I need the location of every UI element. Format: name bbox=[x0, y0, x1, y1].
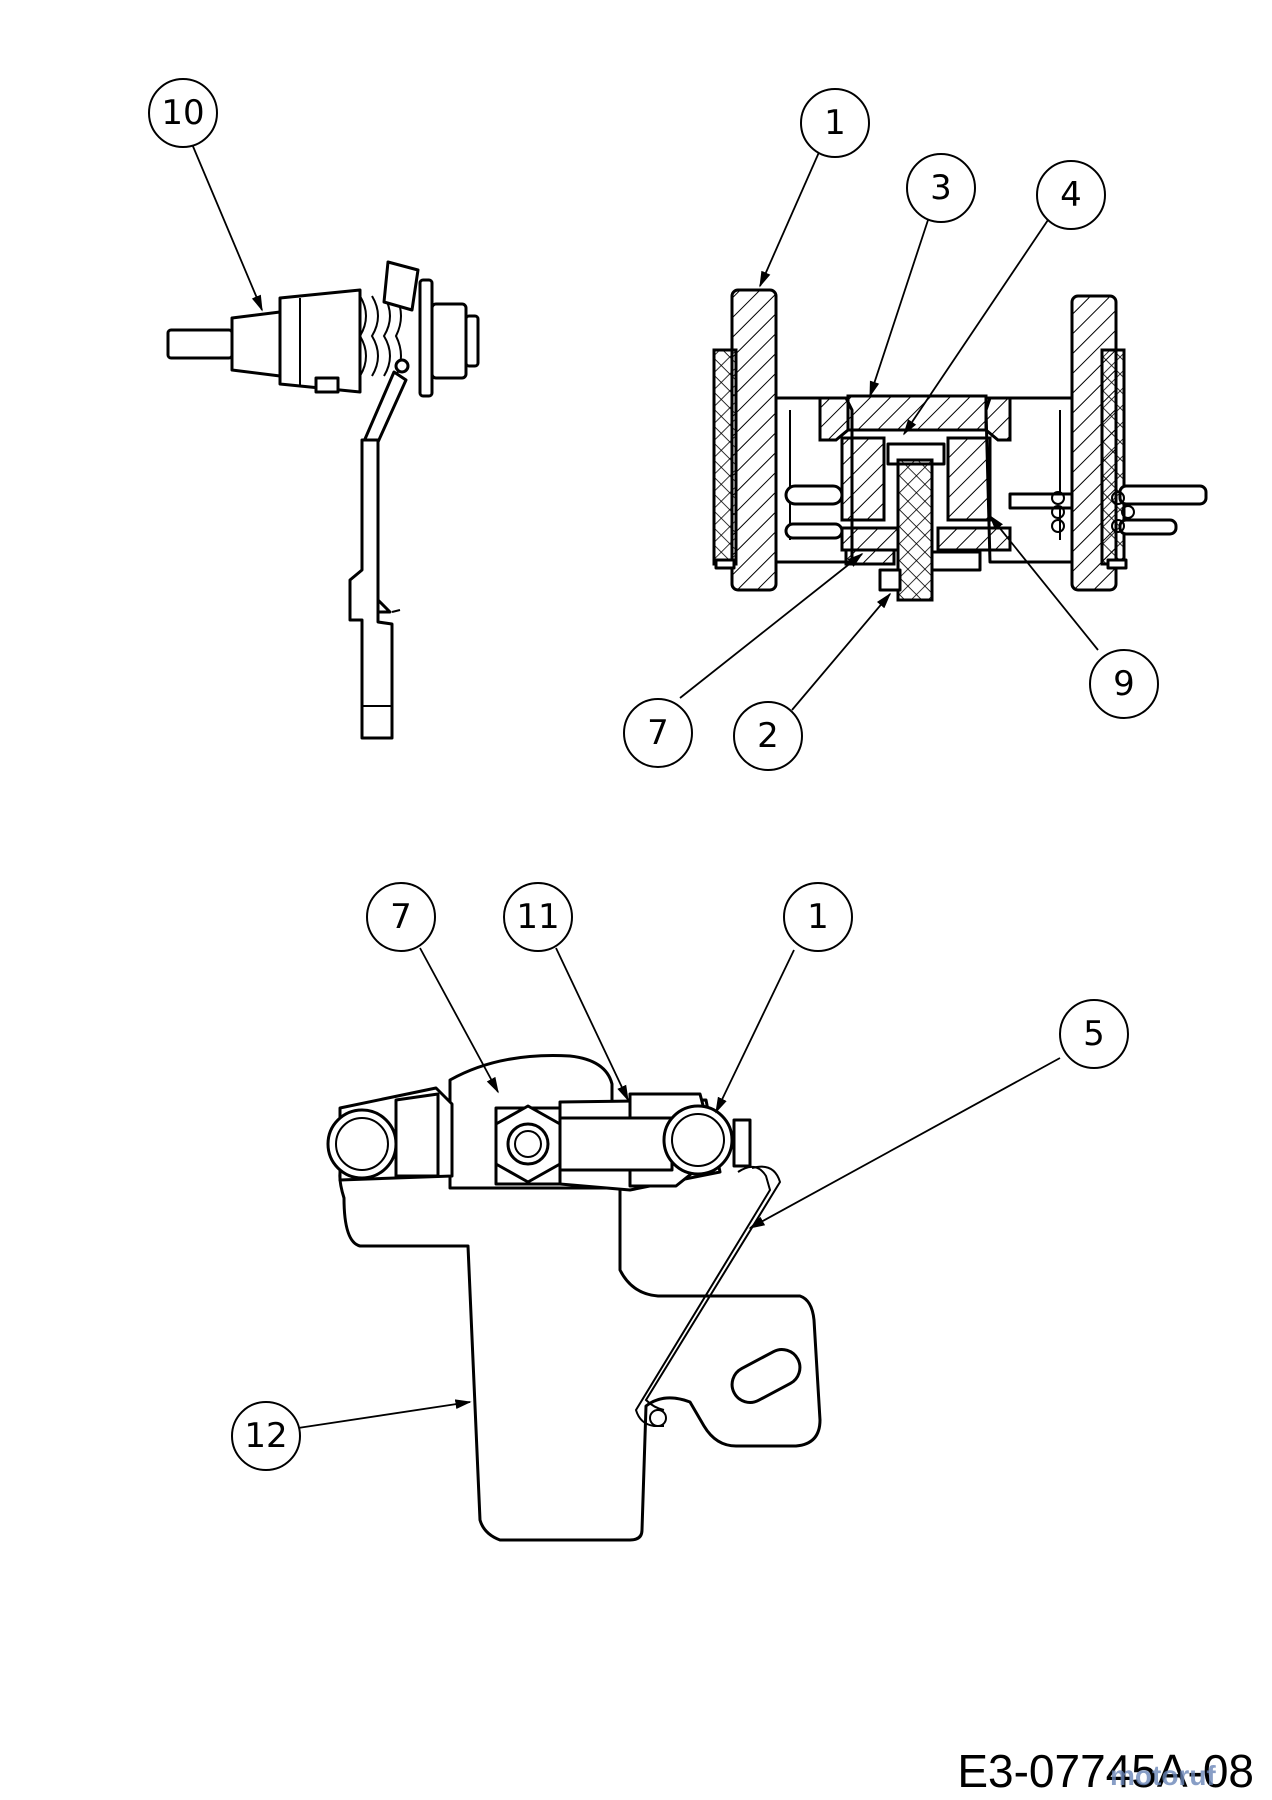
callout-12: 12 bbox=[231, 1401, 301, 1471]
callout-1-top-label: 1 bbox=[824, 103, 846, 143]
callout-5: 5 bbox=[1059, 999, 1129, 1069]
lever-assembly bbox=[326, 1054, 822, 1542]
callout-7-top-label: 7 bbox=[647, 713, 669, 753]
callout-11-label: 11 bbox=[516, 897, 559, 937]
callout-7-bottom: 7 bbox=[366, 882, 436, 952]
callout-2-label: 2 bbox=[757, 716, 779, 756]
callout-10-label: 10 bbox=[161, 93, 204, 133]
callout-9: 9 bbox=[1089, 649, 1159, 719]
callout-3-label: 3 bbox=[930, 168, 952, 208]
callout-4: 4 bbox=[1036, 160, 1106, 230]
leader-lines bbox=[191, 143, 1099, 1429]
callout-12-label: 12 bbox=[244, 1416, 287, 1456]
callout-4-label: 4 bbox=[1060, 175, 1082, 215]
callout-3: 3 bbox=[906, 153, 976, 223]
callout-1-bottom: 1 bbox=[783, 882, 853, 952]
callout-11: 11 bbox=[503, 882, 573, 952]
callout-9-label: 9 bbox=[1113, 664, 1135, 704]
watermark-logo: motoruf bbox=[1110, 1760, 1216, 1791]
callout-1-top: 1 bbox=[800, 88, 870, 158]
wheel-cross-section bbox=[712, 288, 1208, 602]
document-code: E3-07745A-08 bbox=[957, 1745, 1254, 1797]
callout-10: 10 bbox=[148, 78, 218, 148]
callout-5-label: 5 bbox=[1083, 1014, 1105, 1054]
callout-1-bottom-label: 1 bbox=[807, 897, 829, 937]
side-view-assembly bbox=[166, 260, 480, 740]
callout-2: 2 bbox=[733, 701, 803, 771]
callout-7-bottom-label: 7 bbox=[390, 897, 412, 937]
callout-7-top: 7 bbox=[623, 698, 693, 768]
